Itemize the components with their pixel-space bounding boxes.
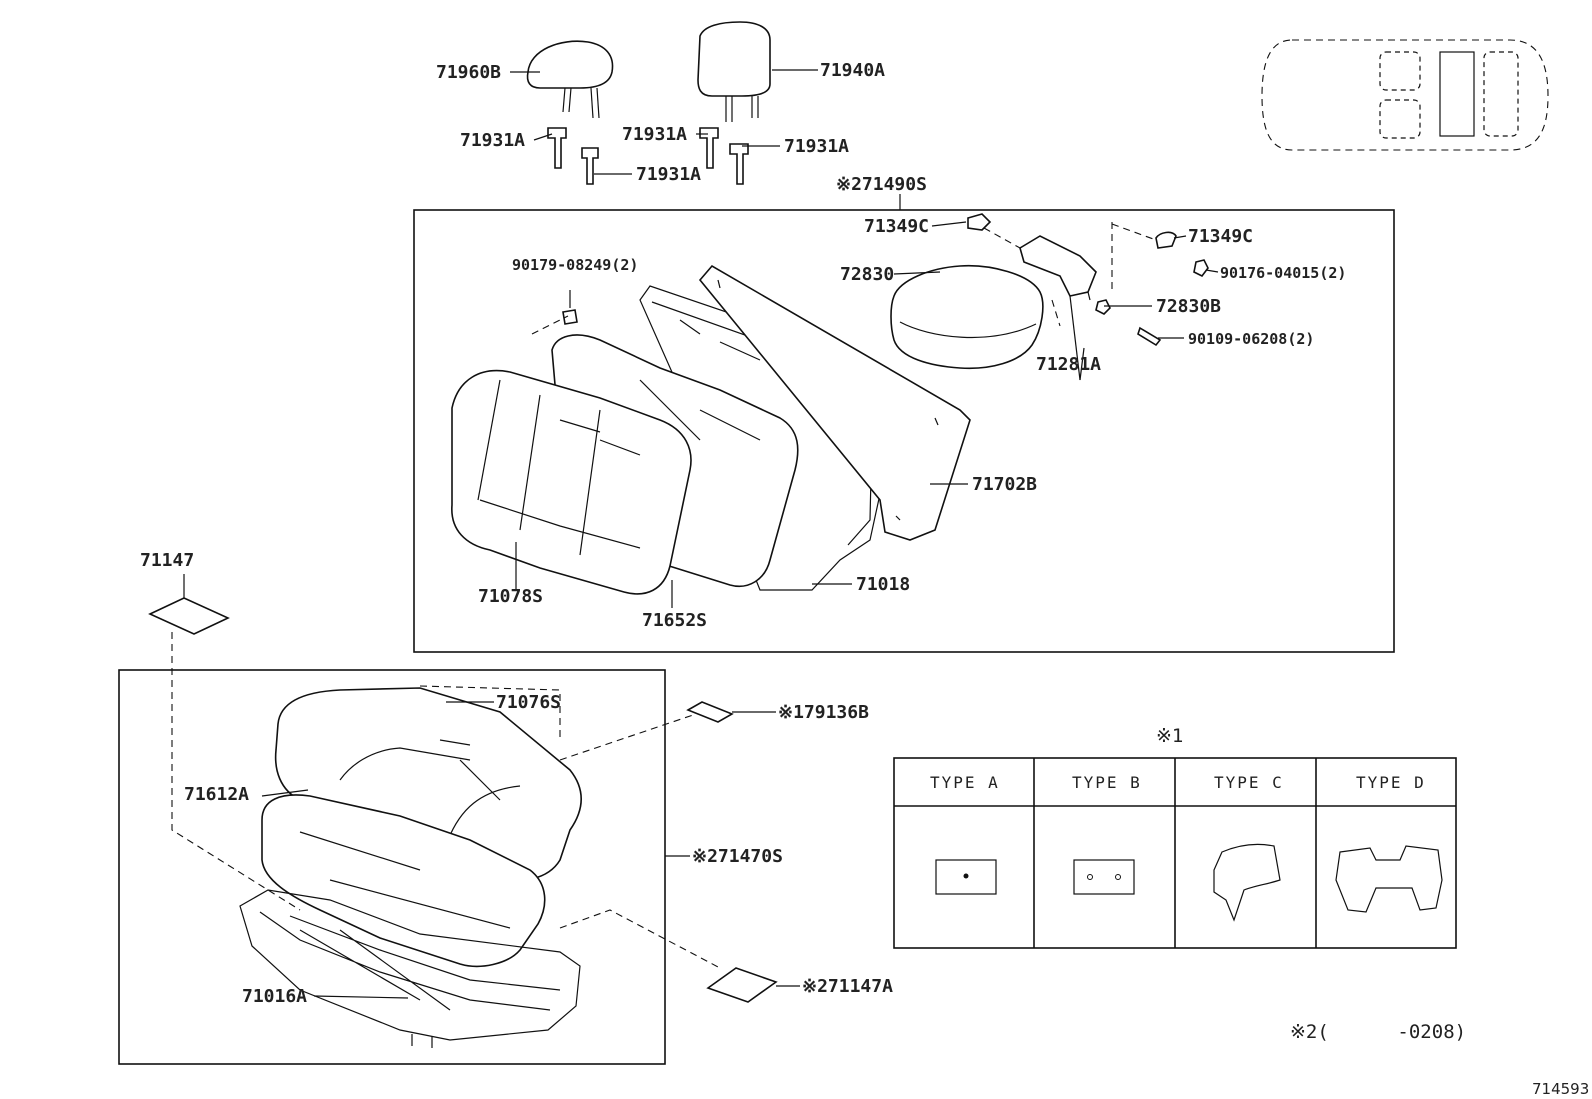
diagram-id: 714593 <box>1532 1080 1589 1098</box>
label-72830: 72830 <box>840 264 894 285</box>
headrest-support-71931A <box>547 127 749 185</box>
label-79136B: ※179136B <box>778 702 869 723</box>
seat-cushion-pad-71612A <box>261 794 546 968</box>
type-table-note: ※1 <box>1156 725 1183 747</box>
label-71931A-mid-lower: 71931A <box>636 164 701 185</box>
type-b-pad-icon <box>1073 859 1135 895</box>
label-71076S: 71076S <box>496 692 561 713</box>
label-71349C-right: 71349C <box>1188 226 1253 247</box>
label-71931A-left: 71931A <box>460 130 525 151</box>
type-table: ※1 TYPE A TYPE B TYPE C TYPE D <box>893 725 1457 949</box>
seat-cushion-frame-71016A <box>239 889 581 1048</box>
back-board-71702B <box>698 264 971 541</box>
type-a-header: TYPE A <box>930 773 1000 792</box>
seat-cushion-assembly-box <box>118 669 666 1065</box>
label-71652S: 71652S <box>642 610 707 631</box>
type-a-pad-icon <box>935 859 997 895</box>
label-71281A: 71281A <box>1036 354 1101 375</box>
pads <box>148 597 778 1003</box>
label-71018: 71018 <box>856 574 910 595</box>
label-71078S: 71078S <box>478 586 543 607</box>
type-d-pad-icon <box>1335 845 1443 913</box>
label-71940A: 71940A <box>820 60 885 81</box>
type-b-header: TYPE B <box>1072 773 1142 792</box>
armrest-72830 <box>890 264 1044 370</box>
part-labels: 71960B 71940A 71931A 71931A 71931A 71931… <box>140 60 1346 1007</box>
seat-cushion-cover-71076S <box>274 687 582 882</box>
label-71470S: ※271470S <box>692 846 783 867</box>
fasteners <box>562 213 1209 347</box>
label-71960B: 71960B <box>436 62 501 83</box>
type-d-header: TYPE D <box>1356 773 1426 792</box>
headrest-71960B <box>526 40 614 119</box>
label-71702B: 71702B <box>972 474 1037 495</box>
type-c-header: TYPE C <box>1214 773 1284 792</box>
label-71931A-right: 71931A <box>784 136 849 157</box>
seat-back-cover-71078S <box>451 369 692 595</box>
vehicle-location-icon <box>1261 39 1549 151</box>
label-71349C-left: 71349C <box>864 216 929 237</box>
leader-lines <box>183 69 1219 999</box>
label-71147: 71147 <box>140 550 194 571</box>
label-71612A: 71612A <box>184 784 249 805</box>
label-90179-08249: 90179-08249(2) <box>512 256 638 274</box>
footnote: ※2( -0208) <box>1290 1021 1466 1043</box>
dashed-lines-cushion <box>171 632 721 969</box>
label-90109-06208: 90109-06208(2) <box>1188 330 1314 348</box>
label-90176-04015: 90176-04015(2) <box>1220 264 1346 282</box>
seat-back-assembly-box <box>413 209 1395 653</box>
label-71931A-mid-upper: 71931A <box>622 124 687 145</box>
label-71016A: 71016A <box>242 986 307 1007</box>
label-71147A: ※271147A <box>802 976 893 997</box>
label-72830B: 72830B <box>1156 296 1221 317</box>
headrest-71940A <box>697 21 771 122</box>
armrest-hinge-71281A <box>1019 235 1097 381</box>
label-71490S: ※271490S <box>836 174 927 195</box>
type-c-pad-icon <box>1213 843 1281 922</box>
